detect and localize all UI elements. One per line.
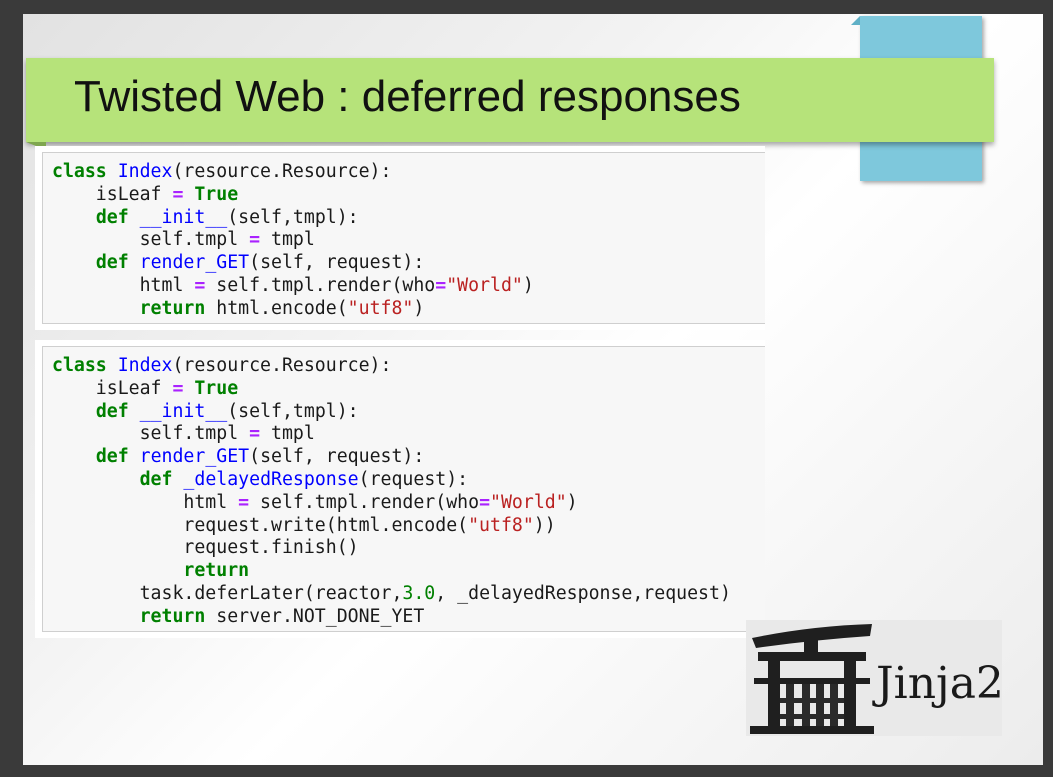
logo-text: Jinja2 [876, 658, 1004, 709]
jinja2-logo: Jinja2 [746, 620, 1004, 736]
title-bar: Twisted Web : deferred responses [26, 58, 994, 150]
code-block-background: class Index(resource.Resource): isLeaf =… [42, 152, 765, 324]
code-listing: class Index(resource.Resource): isLeaf =… [52, 355, 731, 627]
code-block-simple: class Index(resource.Resource): isLeaf =… [35, 146, 765, 330]
torii-gate-icon [750, 624, 874, 734]
code-block-deferred: class Index(resource.Resource): isLeaf =… [35, 340, 765, 638]
slide-title: Twisted Web : deferred responses [74, 72, 741, 121]
code-listing: class Index(resource.Resource): isLeaf =… [52, 161, 534, 319]
code-block-background: class Index(resource.Resource): isLeaf =… [42, 346, 765, 632]
